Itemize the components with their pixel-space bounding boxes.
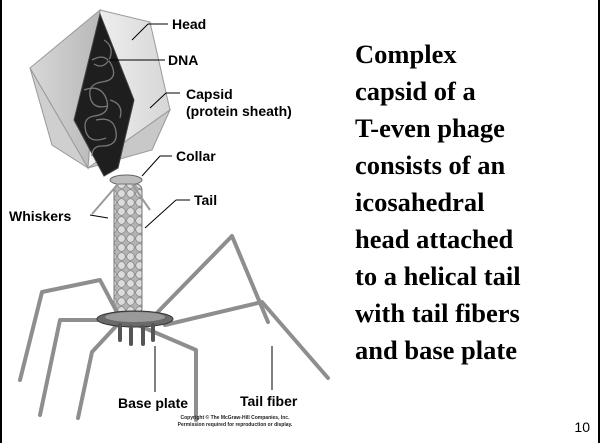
description-line: consists of an [355,147,595,184]
description-line: Complex [355,36,595,73]
head-capsid [30,10,170,176]
label-tail-fiber: Tail fiber [240,393,297,409]
description-line: and base plate [355,332,595,369]
label-capsid: Capsid [186,86,233,102]
label-collar: Collar [176,148,216,164]
tail-sheath [114,184,142,314]
copyright-line-2: Permission required for reproduction or … [165,422,305,429]
description-line: icosahedral [355,184,595,221]
description-line: with tail fibers [355,295,595,332]
description-line: head attached [355,221,595,258]
copyright-notice: Copyright © The McGraw-Hill Companies, I… [165,415,305,429]
label-whiskers: Whiskers [9,208,71,224]
label-capsid-detail: (protein sheath) [186,103,292,119]
label-tail: Tail [194,192,217,208]
label-dna: DNA [168,52,198,68]
label-head: Head [172,16,206,32]
description-line: capsid of a [355,73,595,110]
description-line: T-even phage [355,110,595,147]
label-base-plate: Base plate [118,395,188,411]
description-line: to a helical tail [355,258,595,295]
base-plate [97,311,173,344]
copyright-line-1: Copyright © The McGraw-Hill Companies, I… [165,415,305,422]
page-number: 10 [574,419,590,435]
